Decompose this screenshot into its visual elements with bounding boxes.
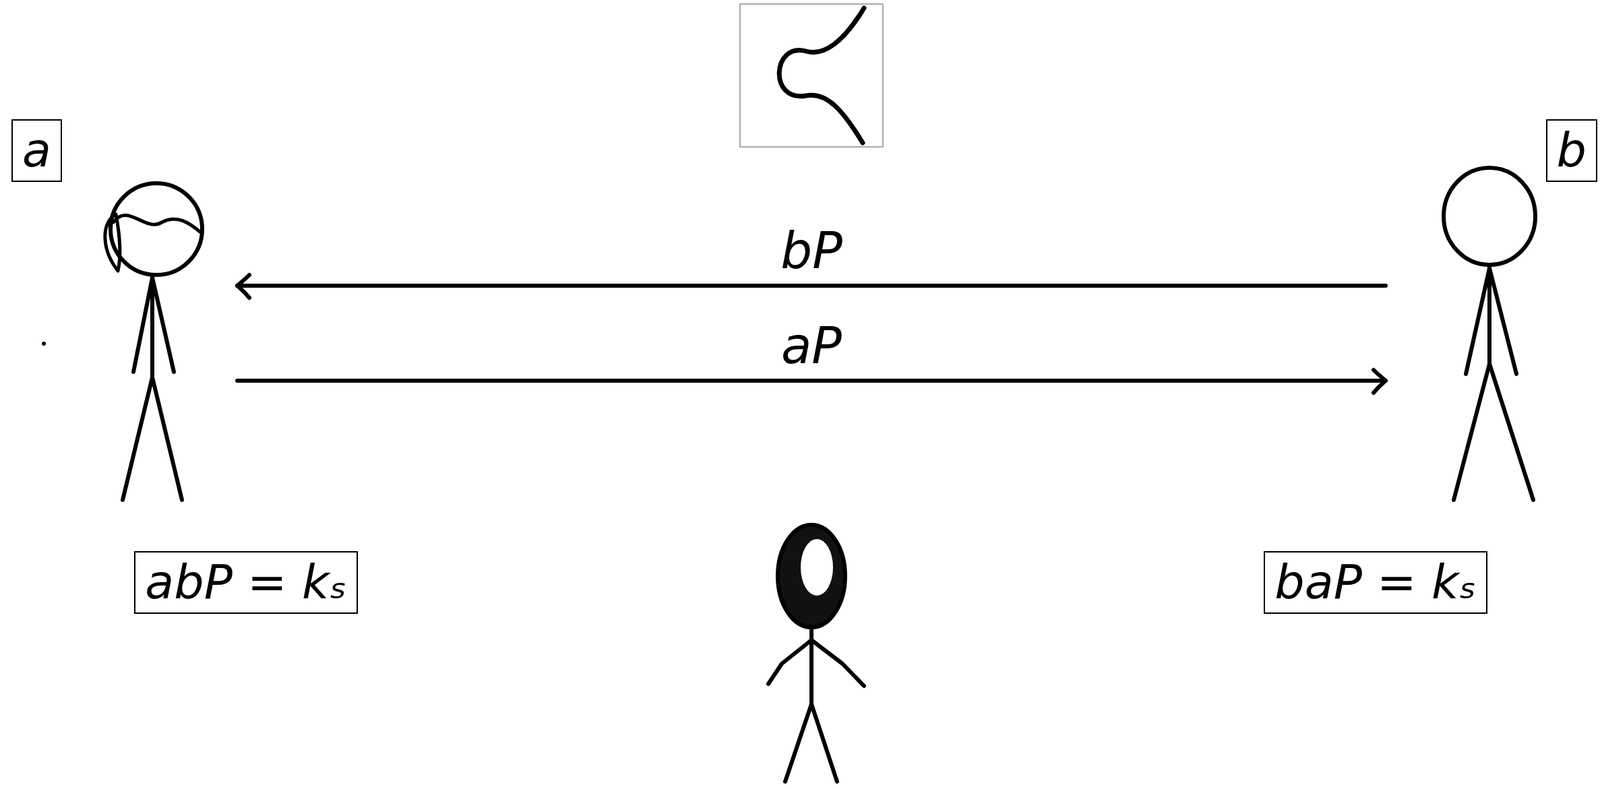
key-box: abP = kₛ [134,551,358,614]
bob-figure [1443,167,1536,501]
dot-mark [41,341,46,346]
key-box: a [11,119,63,182]
box-text: b [1556,123,1587,178]
key-box: b [1546,119,1598,182]
message-label: aP [781,320,842,373]
elliptic-curve [779,8,865,143]
box-text: a [22,123,52,178]
message-arrow [237,370,1386,393]
message-label: bP [780,225,843,278]
alice-figure [105,183,203,501]
curve-frame [740,4,883,147]
message-arrow [237,274,1386,298]
eve-figure [768,525,865,782]
key-box: baP = kₛ [1263,551,1487,614]
box-text: baP = kₛ [1274,555,1476,610]
box-text: abP = kₛ [144,555,347,610]
